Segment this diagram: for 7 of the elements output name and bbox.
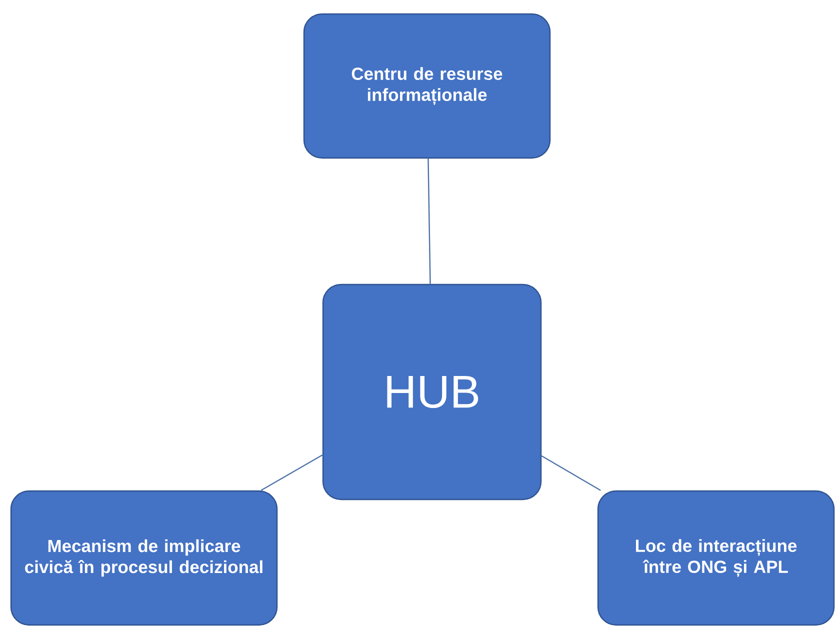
process-box: Mecanism de implicare civică în procesul decizional	[10, 490, 278, 626]
process-box: HUB	[322, 284, 542, 500]
connector-line	[541, 455, 601, 491]
process-box: Loc de interacțiune între ONG și APL	[597, 490, 835, 626]
process-box: Centru de resurse informaționale	[303, 13, 551, 159]
connector-line	[260, 454, 323, 491]
connector-line	[428, 158, 431, 284]
